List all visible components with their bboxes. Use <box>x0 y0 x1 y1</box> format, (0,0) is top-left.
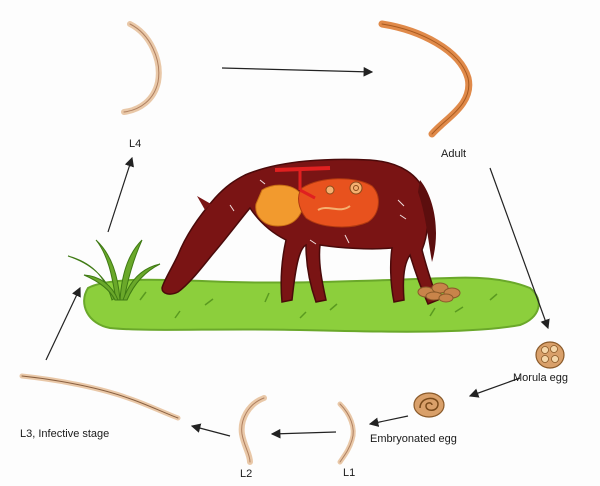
label-l2: L2 <box>240 468 252 480</box>
stomach-organ <box>256 185 303 226</box>
label-l3-infective-stage: L3, Infective stage <box>20 428 109 440</box>
label-l4: L4 <box>129 138 141 150</box>
label-embryonated-egg: Embryonated egg <box>370 433 457 445</box>
label-l1: L1 <box>343 467 355 479</box>
arrow-l2-to-l3 <box>192 426 230 436</box>
arrow-grass-to-l4 <box>108 158 132 232</box>
adult-worm-icon <box>382 24 469 134</box>
l4-larva-icon <box>124 24 159 112</box>
arrow-l4-to-adult <box>222 68 372 72</box>
arrow-embryonated-to-l1 <box>370 416 408 424</box>
morula-egg-icon <box>536 342 564 368</box>
label-adult: Adult <box>441 148 466 160</box>
arrow-l3-to-grass <box>46 288 80 360</box>
embryonated-egg-icon <box>414 393 444 417</box>
arrow-l1-to-l2 <box>272 432 336 434</box>
l3-larva-icon <box>22 376 178 418</box>
label-morula-egg: Morula egg <box>513 372 568 384</box>
intestine-organ <box>299 179 379 227</box>
l2-larva-icon <box>242 398 264 462</box>
